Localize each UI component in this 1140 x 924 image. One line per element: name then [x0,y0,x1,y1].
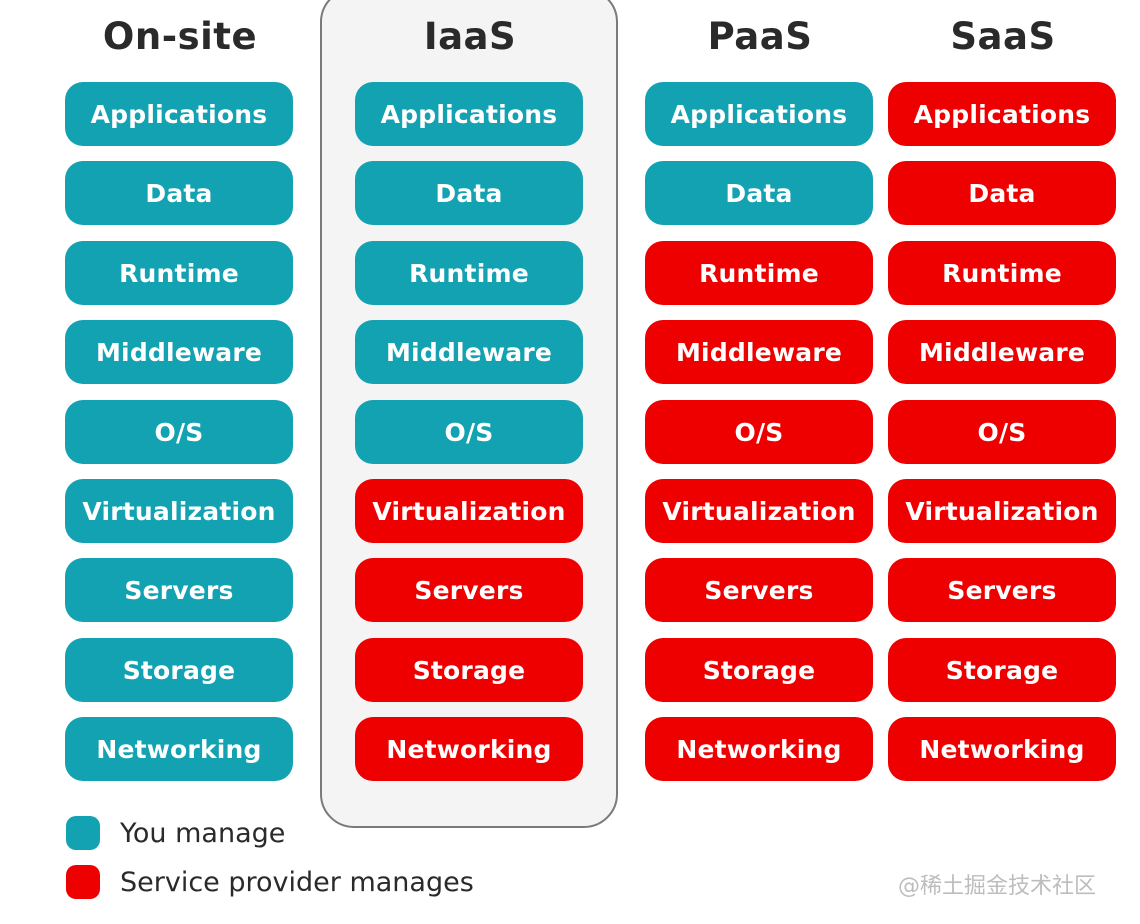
layer-cell-o-s: O/S [645,400,873,464]
layer-cell-middleware: Middleware [645,320,873,384]
legend-label-provider-manages: Service provider manages [120,866,474,898]
layer-cell-storage: Storage [65,638,293,702]
layer-cell-data: Data [65,161,293,225]
watermark-text: @稀土掘金技术社区 [898,874,1097,899]
layer-cell-servers: Servers [355,558,583,622]
layer-cell-servers: Servers [65,558,293,622]
layer-cell-o-s: O/S [888,400,1116,464]
layer-cell-servers: Servers [888,558,1116,622]
layer-cell-runtime: Runtime [888,241,1116,305]
layer-cell-virtualization: Virtualization [888,479,1116,543]
layer-cell-runtime: Runtime [355,241,583,305]
layer-cell-networking: Networking [888,717,1116,781]
layer-cell-runtime: Runtime [65,241,293,305]
layer-cell-middleware: Middleware [355,320,583,384]
layer-cell-networking: Networking [645,717,873,781]
layer-cell-storage: Storage [888,638,1116,702]
layer-cell-virtualization: Virtualization [355,479,583,543]
layer-cell-servers: Servers [645,558,873,622]
legend-provider-manages: Service provider manages [66,865,474,899]
legend-swatch-you-manage [66,816,100,850]
layer-cell-o-s: O/S [355,400,583,464]
layer-cell-applications: Applications [888,82,1116,146]
layer-cell-storage: Storage [645,638,873,702]
layer-cell-runtime: Runtime [645,241,873,305]
layer-cell-data: Data [355,161,583,225]
layer-cell-applications: Applications [65,82,293,146]
column-title: On-site [102,15,258,58]
column-title: SaaS [950,15,1056,58]
legend-swatch-provider-manages [66,865,100,899]
layer-cell-storage: Storage [355,638,583,702]
legend-you-manage: You manage [66,816,285,850]
legend-label-you-manage: You manage [120,817,286,849]
layer-cell-virtualization: Virtualization [645,479,873,543]
column-title: PaaS [707,15,813,58]
layer-cell-applications: Applications [645,82,873,146]
layer-cell-virtualization: Virtualization [65,479,293,543]
layer-cell-middleware: Middleware [888,320,1116,384]
layer-cell-o-s: O/S [65,400,293,464]
layer-cell-networking: Networking [65,717,293,781]
layer-cell-middleware: Middleware [65,320,293,384]
column-title: IaaS [423,15,517,58]
layer-cell-data: Data [888,161,1116,225]
layer-cell-networking: Networking [355,717,583,781]
layer-cell-data: Data [645,161,873,225]
layer-cell-applications: Applications [355,82,583,146]
